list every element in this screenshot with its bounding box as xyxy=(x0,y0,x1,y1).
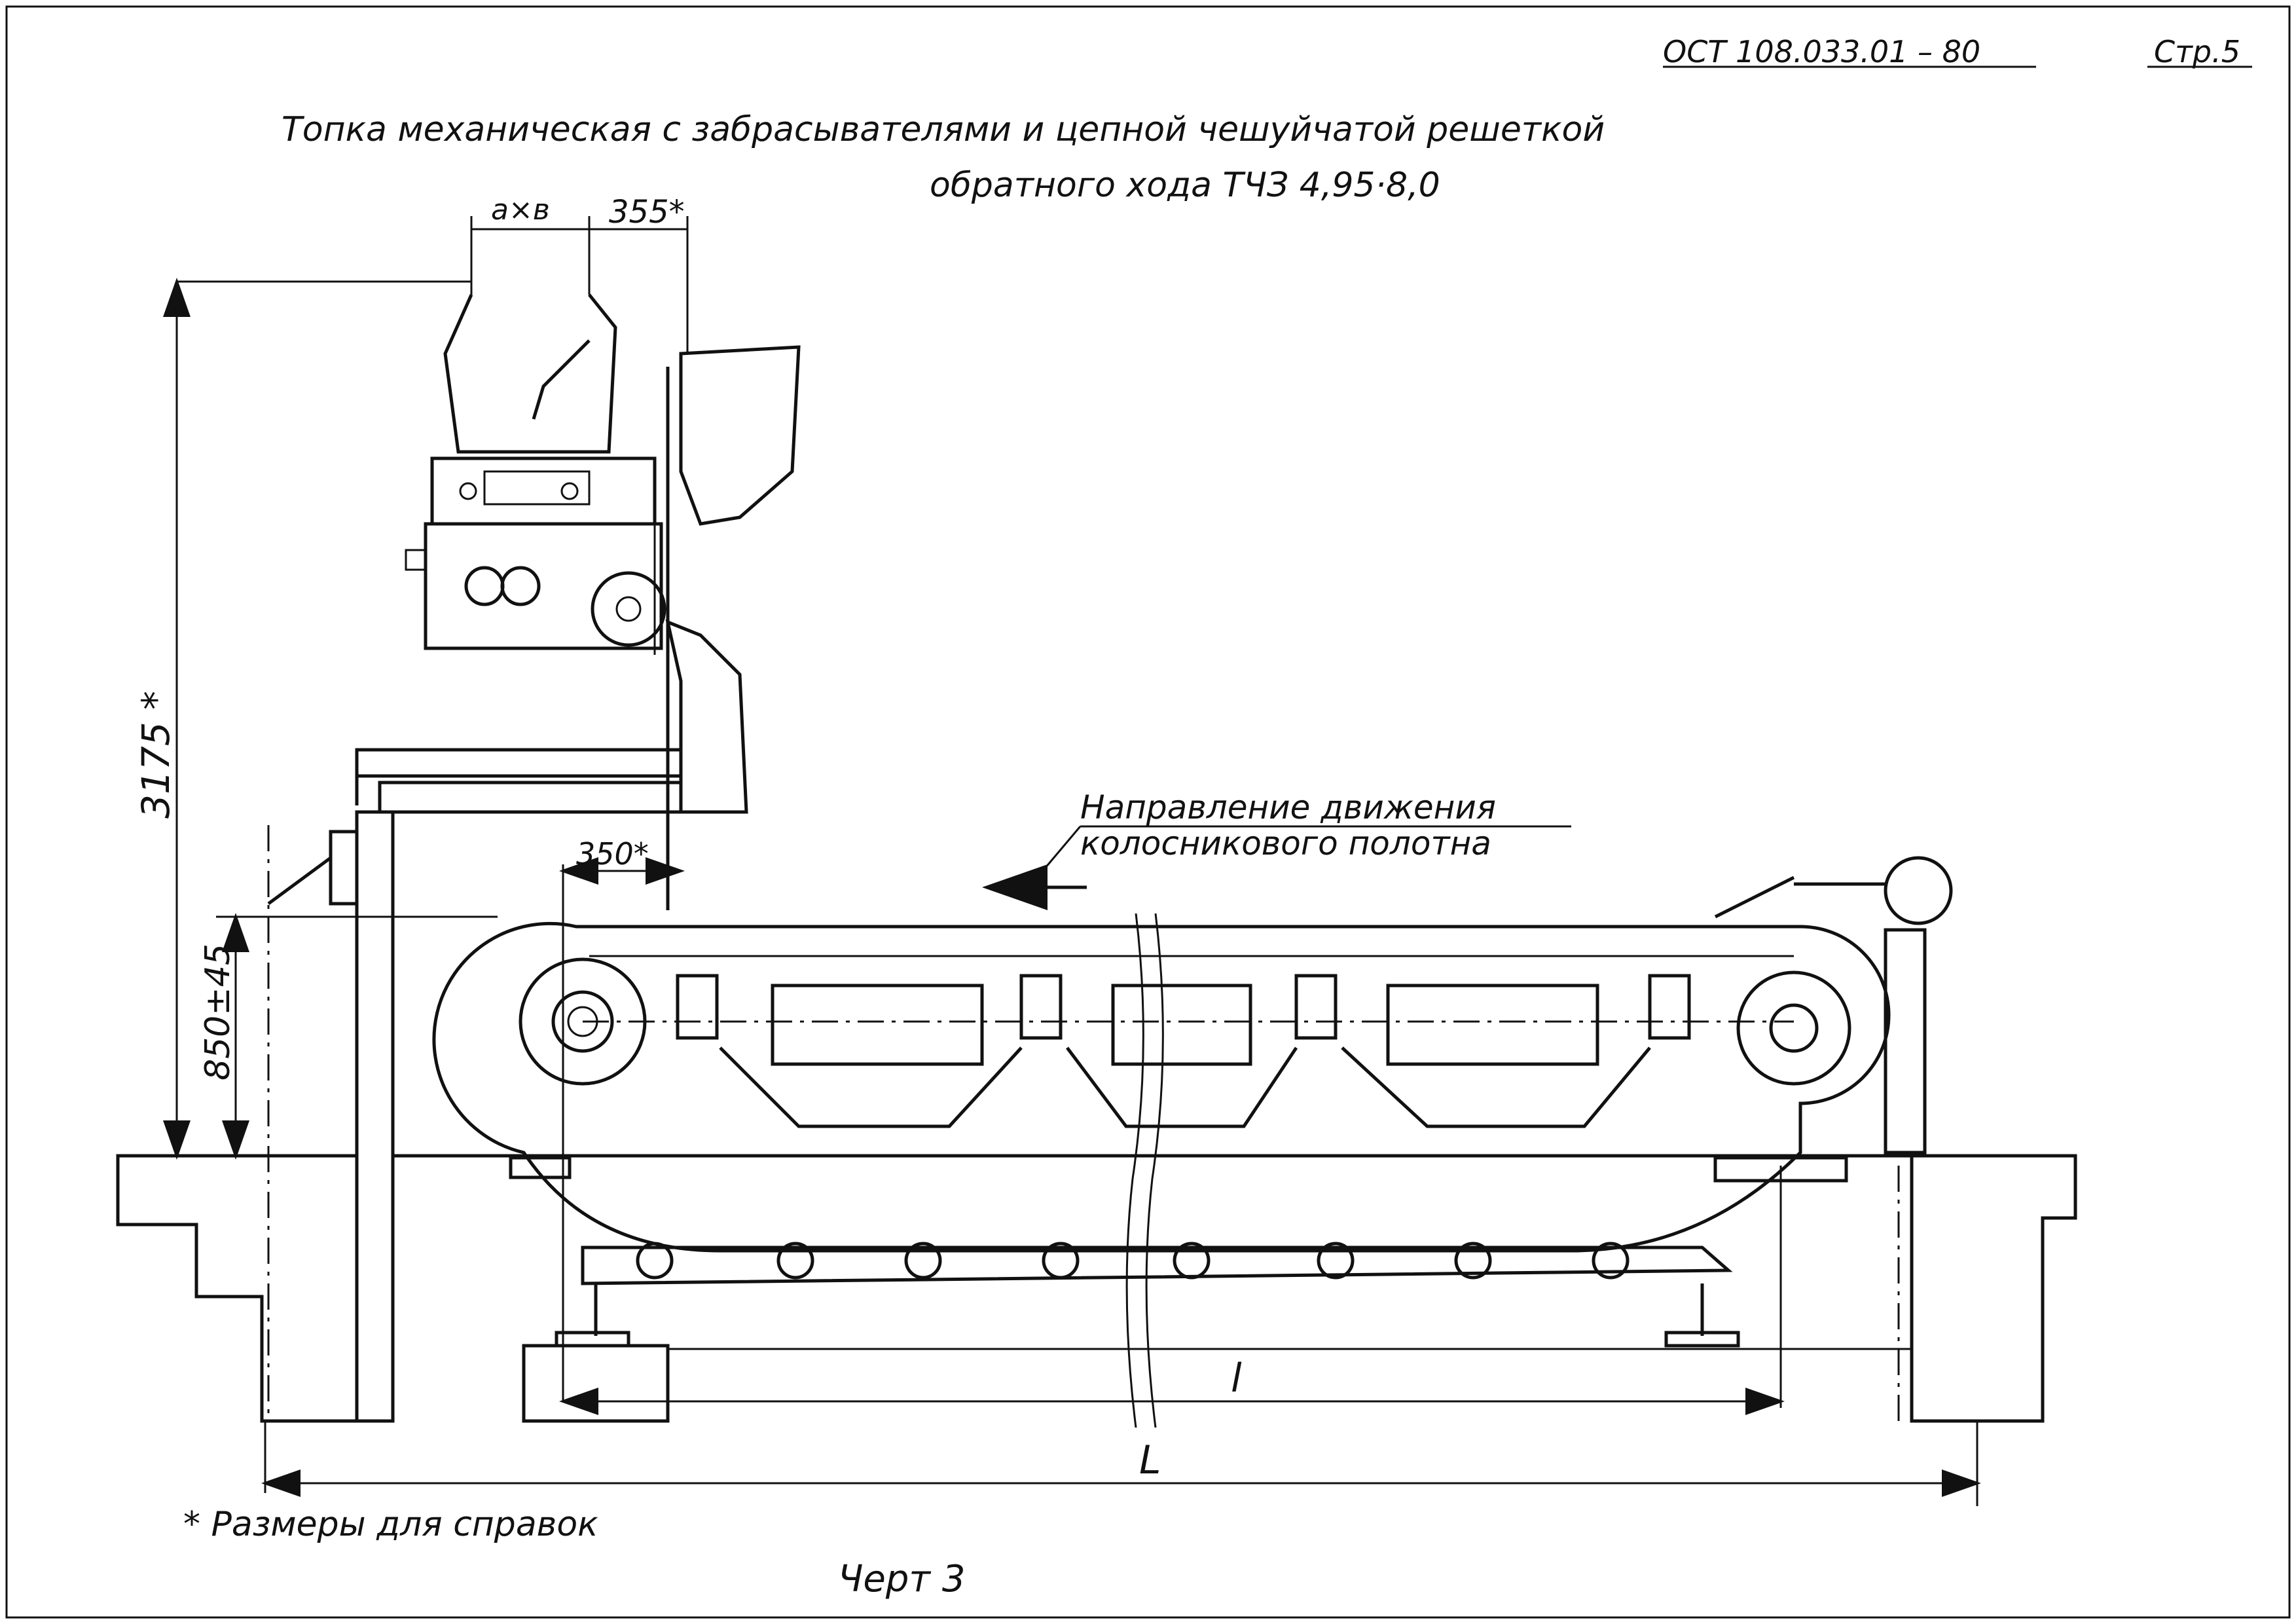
dim-350: 350* xyxy=(576,836,649,872)
title-line2: обратного хода ТЧЗ 4,95·8,0 xyxy=(930,166,1440,205)
left-wall xyxy=(355,810,395,1423)
dim-l: l xyxy=(1231,1356,1242,1401)
dim-3175: 3175 * xyxy=(134,691,178,819)
break-line-2 xyxy=(1145,913,1164,1428)
dim-355: 355* xyxy=(609,194,685,231)
support-rollers xyxy=(509,1156,1848,1348)
furnace-slab xyxy=(355,748,683,814)
dim-L: L xyxy=(1139,1437,1161,1483)
sheet-border xyxy=(5,5,2291,1619)
direction-label-line2: колосникового полотна xyxy=(1080,824,1491,862)
footnote: * Размеры для справок xyxy=(183,1505,598,1544)
break-line-1 xyxy=(1125,913,1144,1428)
left-wall-fitting xyxy=(329,830,359,906)
front-wall-upper xyxy=(653,345,801,910)
page-number: Стр.5 xyxy=(2154,34,2240,69)
chain-grate xyxy=(432,856,1953,1253)
figure-label: Черт 3 xyxy=(838,1558,965,1600)
dim-ab: a×в xyxy=(491,193,550,227)
idler-wheel xyxy=(1736,970,1851,1086)
direction-leader-slant xyxy=(1033,826,1082,881)
dim-850: 850±45 xyxy=(198,944,238,1080)
title-line1: Топка механическая с забрасывателями и ц… xyxy=(282,110,1605,149)
coal-feeder xyxy=(405,293,666,650)
direction-label-line1: Направление движения xyxy=(1080,788,1496,826)
standard-number: ОСТ 108.033.01 – 80 xyxy=(1663,34,1980,69)
foundation xyxy=(116,1154,2077,1423)
left-wall-rod xyxy=(267,856,332,906)
